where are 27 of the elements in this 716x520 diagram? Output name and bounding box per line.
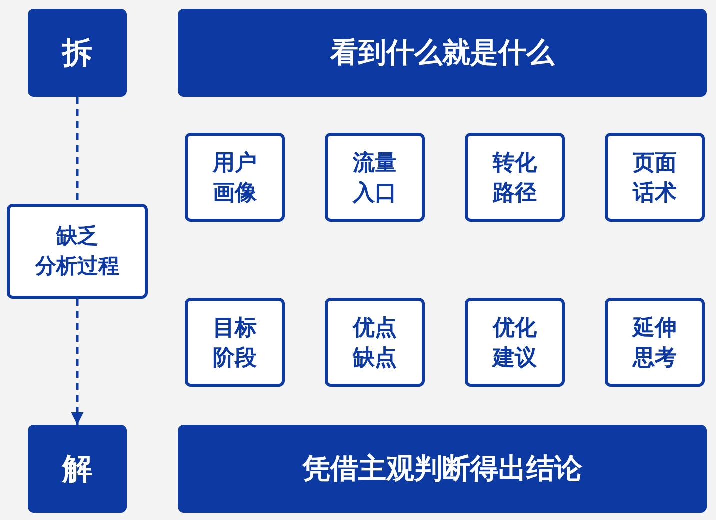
node-text: 凭借主观判断得出结论 [302,452,582,486]
step-box [28,9,127,97]
node-text: 看到什么就是什么 [330,36,554,70]
node-text: 优化建议 [493,314,537,372]
node-text: 页面话术 [633,148,677,206]
banner-box [178,425,707,513]
topic-box [325,298,425,387]
topic-box [185,298,285,387]
node-text: 解 [62,452,92,488]
topic-box [605,133,705,222]
topic-box [465,298,565,387]
topic-box [325,133,425,222]
node-text: 流量入口 [353,148,397,206]
topic-box [185,133,285,222]
node-text: 优点缺点 [353,314,397,372]
node-text: 转化路径 [493,148,537,206]
step-box [28,425,127,513]
node-text: 目标阶段 [213,314,257,372]
dashed-arrow [71,299,84,425]
banner-box [178,9,707,97]
node-text: 延伸思考 [633,314,677,372]
topic-box [465,133,565,222]
node-text: 缺乏分析过程 [36,225,120,278]
note-box [7,204,148,299]
node-text: 用户画像 [213,148,257,206]
node-text: 拆 [62,36,92,72]
topic-box [605,298,705,387]
